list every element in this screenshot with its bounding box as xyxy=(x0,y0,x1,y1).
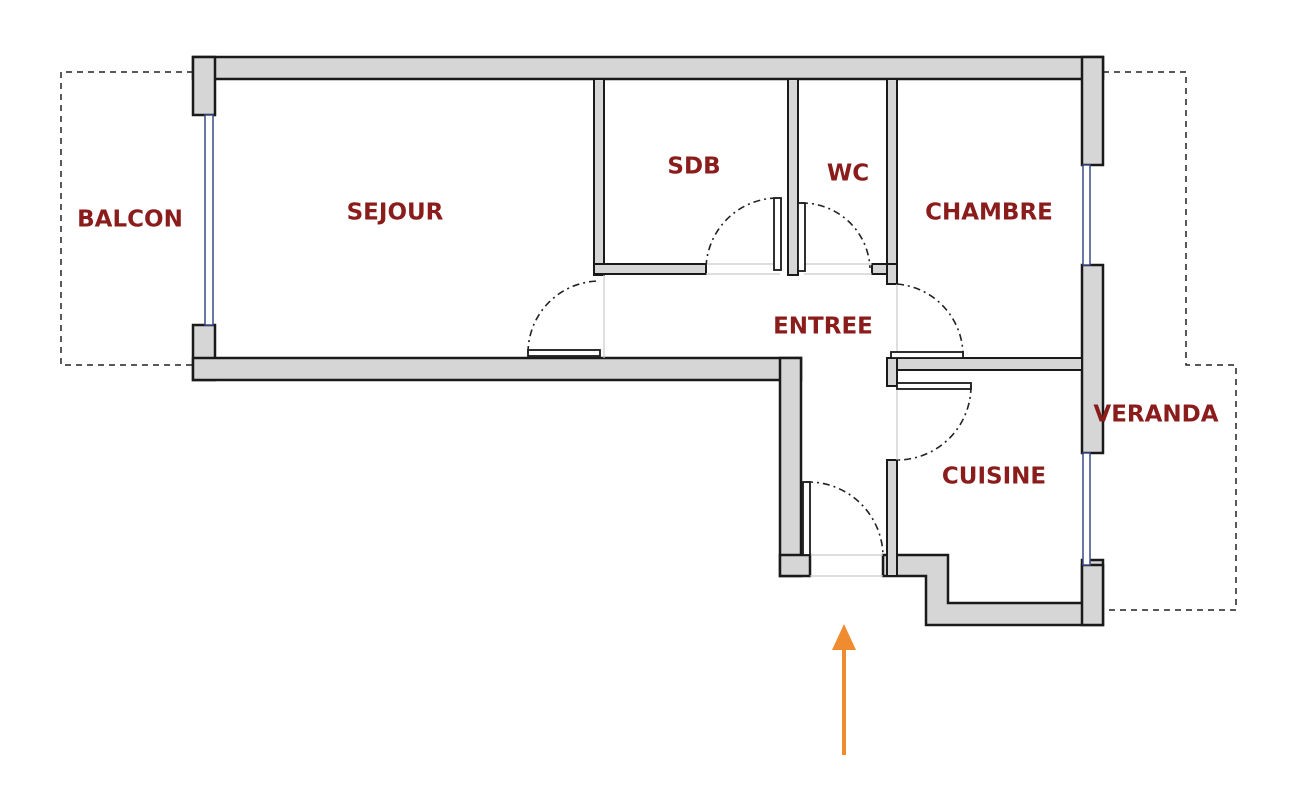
wall-entree-bottom-left xyxy=(778,553,812,578)
veranda-outline xyxy=(1103,71,1237,611)
label-veranda: VERANDA xyxy=(1093,402,1218,428)
windows xyxy=(204,114,1091,566)
door-sejour-leaf xyxy=(527,349,601,357)
wall-cuisine-left-lower xyxy=(886,459,898,577)
door-sdb-arc xyxy=(705,197,778,269)
label-cuisine: CUISINE xyxy=(942,464,1046,490)
door-sejour-arc xyxy=(527,280,601,354)
door-cuisine-leaf xyxy=(896,382,972,390)
door-chambre-arc xyxy=(896,283,964,355)
wall-entree-left xyxy=(778,356,803,578)
label-sejour: SEJOUR xyxy=(347,200,444,226)
entrance-arrow-icon xyxy=(832,624,856,755)
window-sejour xyxy=(204,114,214,326)
wall-left-upper xyxy=(191,55,217,117)
wall-chambre-left-lower xyxy=(886,263,898,285)
wall-sejour-bottom xyxy=(191,356,803,382)
wall-sdb-wc xyxy=(787,78,799,276)
door-wc-arc xyxy=(800,202,871,269)
label-sdb: SDB xyxy=(667,154,720,180)
room-labels: BALCON SEJOUR SDB WC CHAMBRE ENTREE VERA… xyxy=(77,154,1219,490)
balcon-outline xyxy=(60,71,193,366)
label-wc: WC xyxy=(827,161,869,187)
interior-walls xyxy=(593,78,1083,577)
wall-wc-chambre xyxy=(886,78,898,276)
door-wc-leaf xyxy=(797,202,806,272)
window-cuisine xyxy=(1082,452,1091,566)
wall-sejour-sdb xyxy=(593,78,605,276)
door-entrance-leaf xyxy=(802,481,811,556)
thresholds xyxy=(603,263,898,577)
label-entree: ENTREE xyxy=(773,314,873,340)
wall-right-lower xyxy=(1080,563,1105,627)
window-chambre xyxy=(1082,164,1091,266)
door-chambre-leaf xyxy=(890,351,964,359)
wall-sdb-bottom xyxy=(593,263,707,275)
label-chambre: CHAMBRE xyxy=(925,200,1053,226)
wall-cuisine-left-upper xyxy=(886,357,898,387)
outdoor-areas xyxy=(60,71,1237,611)
label-balcon: BALCON xyxy=(77,207,183,233)
door-entrance-arc xyxy=(805,481,884,556)
door-cuisine-arc xyxy=(896,385,972,461)
wall-chambre-bottom xyxy=(886,357,1083,371)
wall-top xyxy=(191,55,1105,81)
door-sdb-leaf xyxy=(773,197,782,271)
wall-right-upper xyxy=(1080,55,1105,167)
wall-cuisine-bottom xyxy=(881,553,1105,627)
doors xyxy=(527,197,972,556)
exterior-walls xyxy=(191,55,1105,627)
